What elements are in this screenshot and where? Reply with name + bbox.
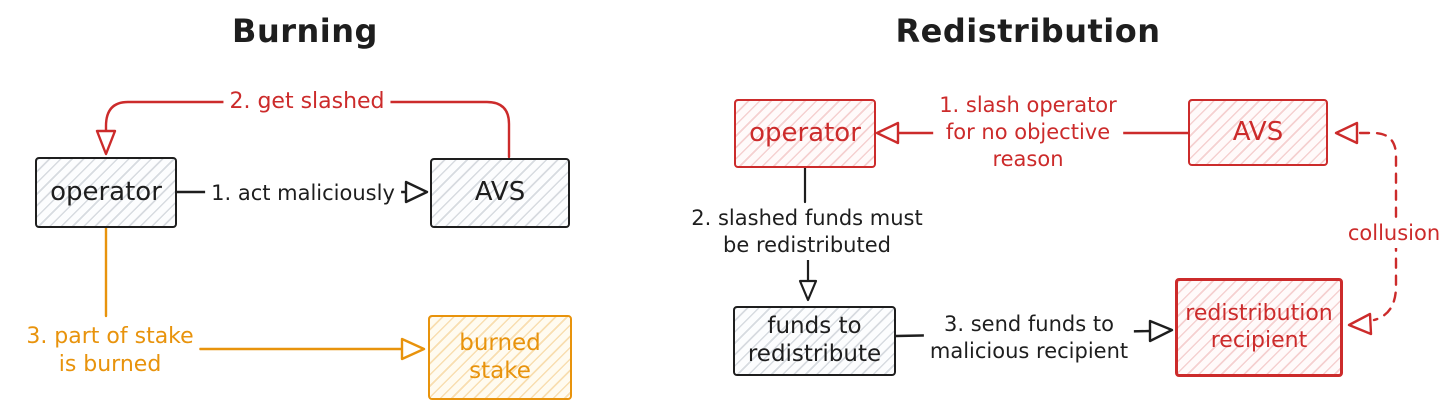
slash-no-reason-label: 1. slash operator for no objective reaso… — [933, 91, 1123, 174]
redistribution-avs-label: AVS — [1232, 116, 1284, 147]
part-burned-label: 3. part of stake is burned — [20, 322, 200, 381]
burning-title: Burning — [232, 12, 378, 50]
redistribution-operator-node: operator — [734, 99, 876, 168]
funds-to-redistribute-label: funds to redistribute — [747, 313, 882, 367]
stake-burned-arrow — [104, 226, 426, 361]
collusion-dashed-arrow — [1334, 121, 1398, 336]
redistribution-avs-node: AVS — [1188, 99, 1328, 166]
burned-stake-node: burned stake — [428, 315, 572, 400]
slashed-funds-arrow — [798, 165, 818, 302]
burning-avs-label: AVS — [474, 177, 526, 208]
redistribution-recipient-node: redistribution recipient — [1175, 278, 1343, 377]
get-slashed-label: 2. get slashed — [223, 87, 391, 118]
redistribution-operator-label: operator — [749, 117, 861, 148]
collusion-label: collusion — [1341, 219, 1447, 248]
burned-stake-label: burned stake — [459, 329, 541, 384]
redistribution-title: Redistribution — [895, 12, 1161, 50]
burning-operator-node: operator — [35, 157, 177, 228]
send-funds-label: 3. send funds to malicious recipient — [923, 310, 1135, 366]
redistribution-recipient-label: redistribution recipient — [1185, 301, 1333, 353]
funds-to-redistribute-node: funds to redistribute — [733, 306, 896, 376]
burning-avs-node: AVS — [430, 158, 570, 228]
burning-operator-label: operator — [50, 176, 162, 207]
must-redistribute-label: 2. slashed funds must be redistributed — [685, 204, 929, 260]
act-maliciously-label: 1. act maliciously — [205, 179, 401, 208]
